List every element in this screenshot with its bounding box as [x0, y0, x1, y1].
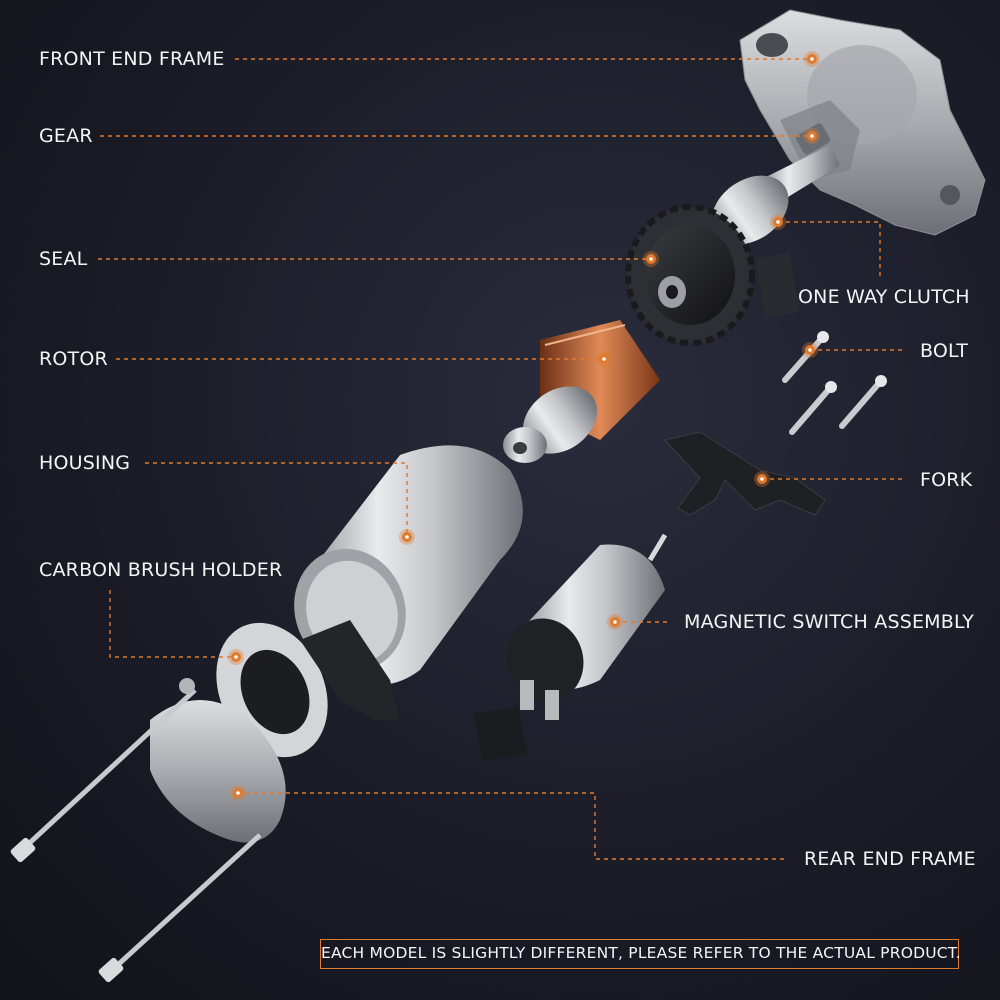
label-bolt: BOLT [920, 340, 969, 362]
label-rotor: ROTOR [39, 348, 108, 370]
label-seal: SEAL [39, 248, 88, 270]
callout-dot [643, 251, 659, 267]
callout-dot [754, 471, 770, 487]
callout-dot [399, 529, 415, 545]
callout-dot [802, 342, 818, 358]
bolt-parts [782, 331, 887, 435]
rotor-part [503, 320, 660, 463]
label-carbon-brush-holder: CARBON BRUSH HOLDER [39, 559, 283, 581]
callout-dot [804, 51, 820, 67]
callout-dot [228, 649, 244, 665]
label-housing: HOUSING [39, 452, 131, 474]
label-gear: GEAR [39, 125, 93, 147]
callout-dot [596, 351, 612, 367]
label-front-end-frame: FRONT END FRAME [39, 48, 225, 70]
callout-dot [770, 214, 786, 230]
callout-dot [804, 128, 820, 144]
fork-part [664, 431, 826, 516]
leader-lines [98, 58, 905, 860]
housing-part [294, 445, 523, 685]
seal-part [625, 204, 755, 346]
label-one-way-clutch: ONE WAY CLUTCH [798, 286, 970, 308]
label-fork: FORK [920, 469, 973, 491]
magnetic-switch-assembly-part [474, 533, 668, 762]
front-end-frame-part [739, 9, 986, 236]
callout-dot [230, 785, 246, 801]
label-rear-end-frame: REAR END FRAME [804, 848, 976, 870]
disclaimer-notice: EACH MODEL IS SLIGHTLY DIFFERENT, PLEASE… [320, 939, 961, 969]
label-magnetic-switch-assembly: MAGNETIC SWITCH ASSEMBLY [684, 611, 975, 633]
callout-dot [607, 614, 623, 630]
rear-end-frame-part [10, 678, 286, 983]
